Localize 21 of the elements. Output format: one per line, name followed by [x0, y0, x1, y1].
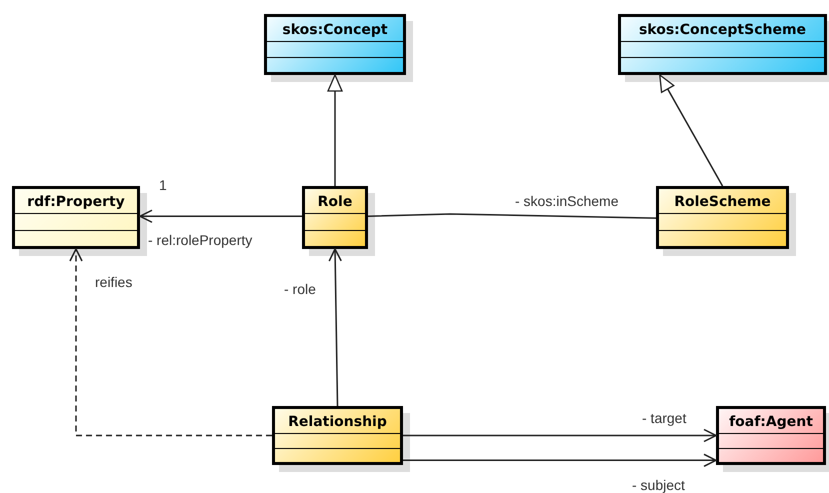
- generalization-arrow: [659, 74, 724, 186]
- class-name: skos:Concept: [281, 21, 389, 40]
- class-name: skos:ConceptScheme: [638, 21, 808, 40]
- class-name: rdf:Property: [26, 193, 126, 212]
- class-name: Relationship: [287, 413, 388, 432]
- multiplicity-label: 1: [158, 177, 168, 193]
- edge-label: - rel:roleProperty: [147, 232, 254, 248]
- edge-label: - skos:inScheme: [514, 193, 620, 209]
- association-arrow: [139, 210, 302, 223]
- dependency-arrow: [69, 248, 272, 436]
- generalization-arrow: [327, 74, 343, 186]
- association-arrow: [403, 454, 717, 468]
- edge-label: reifies: [94, 274, 134, 290]
- association-arrow: [328, 248, 342, 406]
- class-name: Role: [316, 193, 354, 212]
- edge-label: - subject: [631, 477, 686, 493]
- association-line: [368, 213, 656, 219]
- class-name: foaf:Agent: [728, 413, 814, 432]
- association-arrow: [403, 428, 717, 442]
- edge-label: - role: [283, 281, 317, 297]
- class-name: RoleScheme: [673, 193, 772, 212]
